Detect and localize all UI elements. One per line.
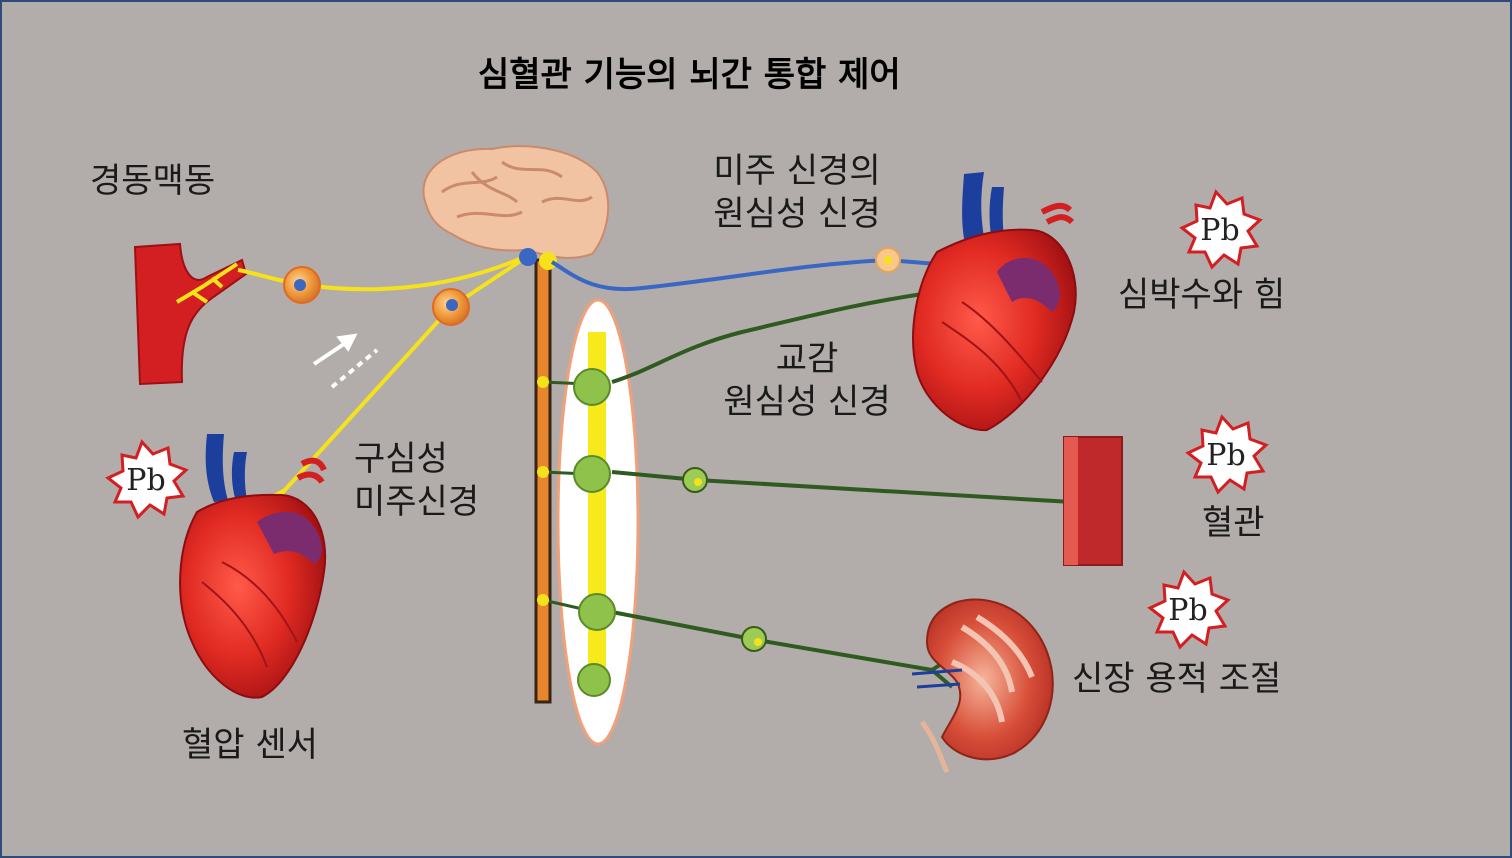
vagal-efferent-label: 미주 신경의 원심성 신경 — [692, 150, 902, 235]
pb-badge-heart-left: Pb — [105, 439, 189, 520]
baroreceptor-label: 혈압 센서 — [182, 725, 318, 765]
ganglion-core — [294, 279, 306, 291]
ganglion-core — [694, 478, 702, 486]
pb-label: Pb — [126, 463, 165, 498]
ganglion-core — [754, 638, 762, 646]
sympathetic-ganglion — [573, 368, 611, 406]
kidney — [911, 598, 1054, 774]
spinal-exit-node — [537, 376, 549, 388]
heart-rate-force-label: 심박수와 힘 — [1118, 275, 1286, 315]
sympathetic-ganglion — [577, 663, 611, 697]
ganglion-core — [884, 256, 892, 264]
sympathetic-ganglion — [573, 455, 611, 493]
spinal-exit-node — [537, 594, 549, 606]
sympathetic-ganglion — [578, 593, 616, 631]
blood-vessel-label: 혈관 — [1202, 503, 1265, 543]
sympathetic-efferent-label-line1: 교감 — [775, 339, 839, 379]
pb-label: Pb — [1200, 213, 1239, 248]
pb-badge-vessel: Pb — [1185, 414, 1269, 495]
afferent-vagus-label: 구심성 미주신경 — [354, 438, 479, 523]
vagal-efferent-label-line2: 원심성 신경 — [713, 193, 881, 234]
pb-badge-kidney: Pb — [1147, 569, 1231, 650]
spinal-cord — [534, 258, 552, 704]
vagal-efferent-label-line1: 미주 신경의 — [713, 151, 881, 191]
heart-left — [179, 434, 327, 699]
renal-volume-label: 신장 용적 조절 — [1072, 659, 1282, 699]
carotid-sinus-label: 경동맥동 — [90, 161, 216, 201]
brain — [422, 145, 610, 259]
blood-vessel-highlight — [1064, 437, 1078, 565]
pb-label: Pb — [1206, 438, 1245, 473]
diagram-title: 심혈관 기능의 뇌간 통합 제어 — [478, 55, 901, 95]
heart-right — [912, 172, 1077, 432]
afferent-signal-arrows — [312, 333, 379, 389]
afferent-vagus-label-line2: 미주신경 — [354, 481, 480, 522]
ganglion-core — [446, 299, 458, 311]
sympathetic-efferent-label-line2: 원심성 신경 — [723, 381, 891, 422]
postganglionic-node — [741, 626, 767, 652]
pb-badge-heart-right: Pb — [1179, 189, 1263, 270]
vagal-nucleus-node — [539, 252, 557, 270]
afferent-vagus-label-line1: 구심성 — [354, 439, 448, 479]
nts-node — [519, 248, 537, 266]
spinal-exit-node — [537, 466, 549, 478]
pb-label: Pb — [1168, 593, 1207, 628]
carotid-artery — [133, 242, 248, 386]
sympathetic-efferent-label: 교감 원심성 신경 — [702, 338, 912, 423]
